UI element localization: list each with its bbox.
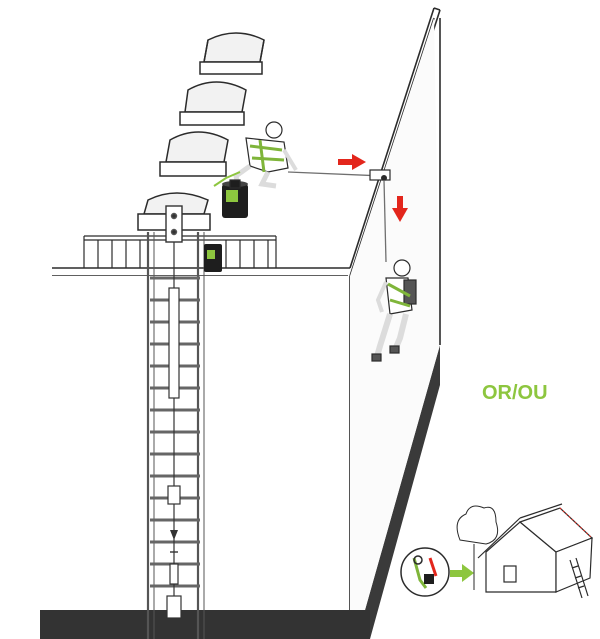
- ladder-icon: [146, 205, 205, 639]
- ground-bar: [40, 610, 370, 639]
- anchor-icon: [369, 169, 391, 181]
- skylight-1: [199, 32, 265, 75]
- suspended-worker: [371, 259, 417, 362]
- lifeline: [287, 171, 385, 177]
- worker-icon: [213, 121, 298, 189]
- front-wall: [52, 276, 350, 610]
- or-label: OR/OU: [482, 382, 548, 404]
- arrow-right-icon: [338, 154, 366, 170]
- ladder-rungs: [150, 276, 200, 588]
- side-wall: [350, 18, 440, 610]
- worker-helmet: [265, 121, 283, 139]
- arrow-right-green-icon: [450, 564, 474, 582]
- tree-icon: [456, 505, 499, 590]
- rescue-kit-icon: [400, 547, 450, 597]
- arrow-down-icon: [392, 196, 408, 222]
- suspended-worker-helmet: [393, 259, 411, 277]
- skylight-icon: [137, 32, 265, 231]
- rescue-rope: [383, 179, 387, 263]
- equipment-bag: [204, 181, 248, 272]
- house-icon: [477, 503, 594, 599]
- skylight-2: [179, 81, 247, 126]
- skylight-3: [159, 131, 229, 177]
